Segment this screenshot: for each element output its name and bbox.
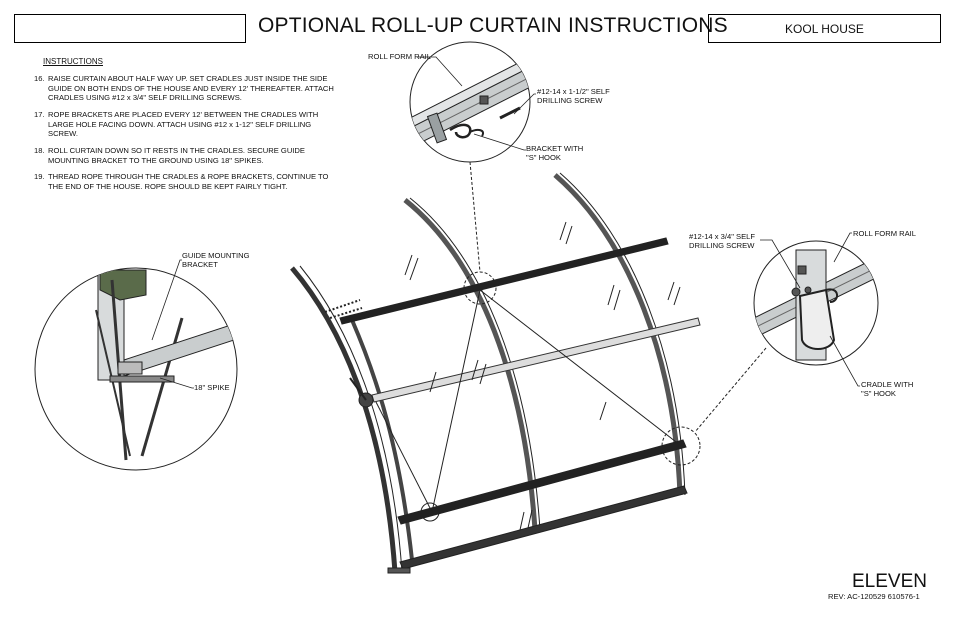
step-text: ROLL CURTAIN DOWN SO IT RESTS IN THE CRA… — [48, 146, 305, 165]
step-number: 16. — [34, 74, 45, 83]
product-name: KOOL HOUSE — [785, 21, 864, 36]
label-roll-form-rail-top: ROLL FORM RAIL — [368, 52, 432, 61]
step-number: 17. — [34, 110, 45, 119]
step-text: RAISE CURTAIN ABOUT HALF WAY UP. SET CRA… — [48, 74, 334, 103]
detail-marker-top — [463, 271, 497, 305]
step-number: 19. — [34, 172, 45, 181]
label-guide-mounting-bracket: GUIDE MOUNTING BRACKET — [182, 251, 250, 269]
leader-lines — [151, 56, 860, 389]
instruction-step-19: 19. THREAD ROPE THROUGH THE CRADLES & RO… — [34, 172, 334, 191]
lower-rail — [397, 439, 687, 525]
title-left-blank-box — [14, 14, 246, 43]
step-text: THREAD ROPE THROUGH THE CRADLES & ROPE B… — [48, 172, 329, 191]
drive-chain — [324, 299, 363, 319]
detail-marker-right — [661, 426, 701, 466]
greenhouse-frame — [290, 172, 701, 574]
detail-guide-bracket — [34, 267, 238, 471]
detail-marker-left — [420, 502, 440, 522]
top-purlin — [339, 237, 669, 325]
detail-cradle — [753, 240, 879, 366]
product-name-box: KOOL HOUSE — [708, 14, 941, 43]
instruction-step-18: 18. ROLL CURTAIN DOWN SO IT RESTS IN THE… — [34, 146, 334, 165]
label-screw-right: #12-14 x 3/4" SELF DRILLING SCREW — [689, 232, 756, 250]
label-roll-form-rail-right: ROLL FORM RAIL — [853, 229, 917, 238]
middle-hoop — [403, 198, 538, 531]
step-text: ROPE BRACKETS ARE PLACED EVERY 12' BETWE… — [48, 110, 319, 139]
instructions-heading: INSTRUCTIONS — [43, 57, 103, 66]
bottom-rail — [399, 485, 688, 570]
label-spike: 18" SPIKE — [194, 383, 230, 392]
base-plate — [387, 567, 411, 574]
rope — [431, 289, 681, 513]
instruction-step-17: 17. ROPE BRACKETS ARE PLACED EVERY 12' B… — [34, 110, 334, 139]
label-bracket-s-hook: BRACKET WITH "S" HOOK — [526, 144, 584, 162]
detail-rope-bracket — [409, 41, 531, 163]
roll-up-tube — [371, 317, 701, 403]
revision-code: REV: AC-120529 610576-1 — [828, 592, 920, 601]
instruction-step-16: 16. RAISE CURTAIN ABOUT HALF WAY UP. SET… — [34, 74, 334, 103]
brand-name: ELEVEN — [852, 571, 927, 592]
page-title: OPTIONAL ROLL-UP CURTAIN INSTRUCTIONS — [258, 14, 728, 37]
label-cradle-s-hook: CRADLE WITH "S" HOOK — [861, 380, 914, 398]
label-screw-top: #12-14 x 1-1/2" SELF DRILLING SCREW — [537, 87, 610, 105]
step-number: 18. — [34, 146, 45, 155]
